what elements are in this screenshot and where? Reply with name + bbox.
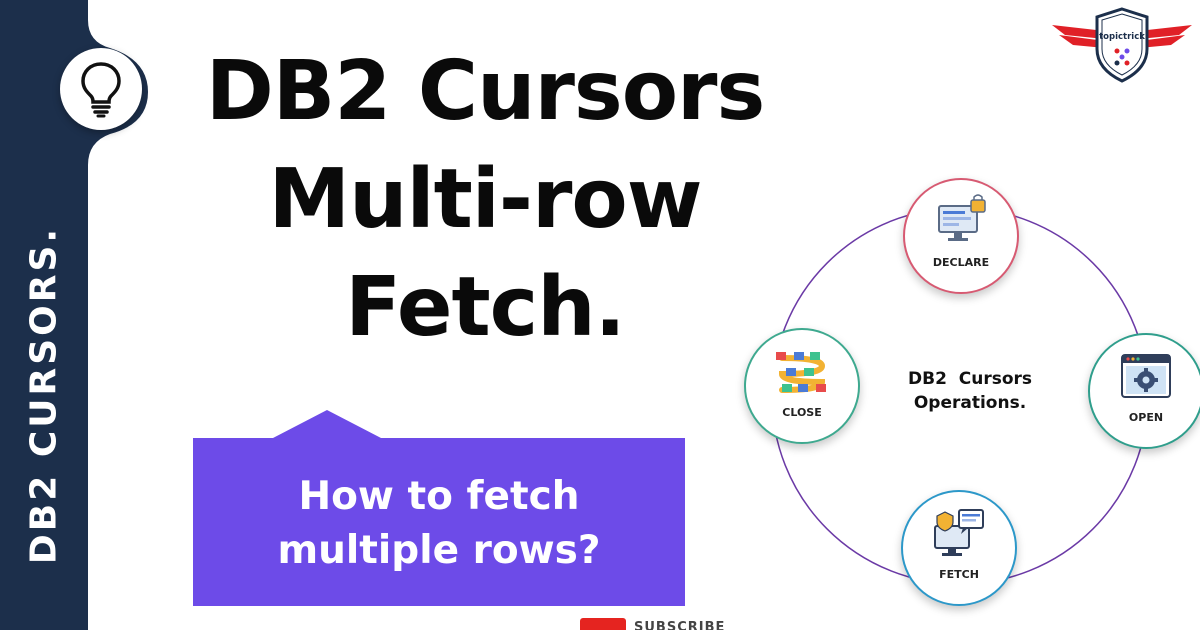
title-line-3: Fetch. — [345, 260, 626, 355]
subscribe-label: SUBSCRIBE — [634, 620, 726, 630]
lightbulb-icon — [81, 62, 121, 118]
title-line-1: DB2 Cursors — [205, 44, 766, 139]
declare-node: DECLARE — [903, 178, 1019, 294]
declare-monitor-lock-icon — [938, 194, 986, 241]
close-flow-steps-icon — [776, 352, 826, 393]
callout-box — [193, 410, 685, 606]
sidebar-title: DB2 CURSORS. — [23, 225, 65, 565]
youtube-subscribe-icon — [580, 618, 626, 630]
open-label: OPEN — [1128, 411, 1164, 424]
subscribe-button[interactable]: SUBSCRIBE — [580, 618, 770, 630]
topictrick-logo: topictrick — [1052, 7, 1192, 83]
diagram-center-label: DB2 Cursors Operations. — [908, 369, 1032, 413]
page-title: DB2 Cursors Multi-row Fetch. — [140, 38, 830, 362]
callout-line-1: How to fetch — [298, 474, 580, 519]
fetch-label: FETCH — [939, 568, 979, 581]
declare-label: DECLARE — [932, 256, 990, 269]
lightbulb-badge — [60, 48, 142, 130]
close-node: CLOSE — [744, 328, 860, 444]
logo-text: topictrick — [1099, 32, 1145, 42]
open-window-gear-icon — [1121, 354, 1171, 398]
close-label: CLOSE — [782, 406, 822, 419]
open-node: OPEN — [1088, 333, 1200, 449]
fetch-monitor-chat-icon — [934, 509, 984, 556]
title-line-2: Multi-row — [268, 152, 703, 247]
fetch-node: FETCH — [901, 490, 1017, 606]
callout-line-2: multiple rows? — [277, 528, 601, 573]
callout-text: How to fetch multiple rows? — [193, 470, 685, 578]
